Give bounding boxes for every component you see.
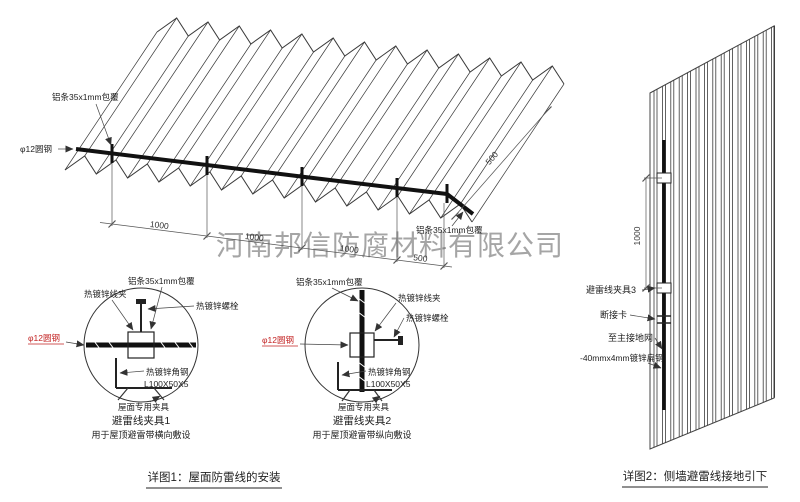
- disconnect-card-symbol: [657, 315, 671, 324]
- detail-circle-1: 热镀锌线夹 铝条35x1mm包覆 热镀锌螺栓 φ12圆钢 热镀锌角钢 L100X…: [28, 276, 239, 440]
- detail1-roof-fixture-legs: [117, 387, 165, 401]
- detail1-leader-alu: [149, 286, 163, 330]
- corrugated-sheet-lines: [64, 17, 565, 223]
- detail2-label-roof-fixture: 屋面专用夹具: [338, 402, 390, 412]
- wall-label-to-ground: 至主接地网: [608, 332, 653, 343]
- detail2-angle-steel: [337, 362, 392, 391]
- detail2-title: 避雷线夹具2: [333, 414, 391, 427]
- caption-detail2: 详图2：侧墙避雷线接地引下: [623, 469, 767, 483]
- detail1-label-galv-wire-clamp: 热镀锌线夹: [84, 289, 127, 299]
- detail2-leader-angle: [341, 370, 367, 378]
- detail-circle-2: 铝条35x1mm包覆 热镀锌线夹 热镀锌螺栓 φ12圆钢 热镀锌角钢 L100X…: [262, 277, 449, 440]
- detail2-wire-hatch: [357, 297, 367, 383]
- detail1-title: 避雷线夹具1: [112, 414, 170, 427]
- wall-dim-1000: 1000: [632, 226, 642, 245]
- dim-1000-a: 1000: [149, 219, 169, 231]
- detail2-label-angle-steel: 热镀锌角钢: [368, 367, 411, 377]
- detail2-leader-bolt: [393, 317, 405, 338]
- detail2-leader-alu: [331, 287, 359, 302]
- leader-alu-strip-top: [95, 103, 112, 146]
- roof-isometric-view: 铝条35x1mm包覆 φ12圆钢 铝条35x1mm包覆 1000 1000: [20, 17, 565, 270]
- wall-label-clamp3: 避雷线夹具3: [586, 284, 636, 295]
- wall-leader-clamp3: [641, 285, 656, 293]
- detail2-label-alu-strip: 铝条35x1mm包覆: [296, 277, 363, 287]
- company-watermark: 河南邦信防腐材料有限公司: [216, 230, 564, 261]
- detail2-label-galv-bolt: 热镀锌螺栓: [406, 313, 449, 323]
- detail2-label-angle-spec: L100X50X5: [366, 379, 411, 389]
- wall-leader-flat-steel: [647, 362, 662, 369]
- dim-500-a: 500: [413, 252, 429, 264]
- detail1-label-roof-fixture: 屋面专用夹具: [118, 402, 170, 412]
- wall-leader-to-ground: [654, 337, 663, 350]
- detail1-leader-clamp: [111, 299, 134, 331]
- dim-1000-b: 1000: [244, 231, 264, 243]
- leader-alu-strip-right: [451, 211, 464, 227]
- detail1-leader-angle: [119, 368, 145, 376]
- detail1-label-alu-strip: 铝条35x1mm包覆: [128, 276, 195, 286]
- detail2-leader-fixture: [371, 395, 381, 404]
- detail1-bolt-head: [136, 299, 146, 304]
- detail2-label-round-steel: φ12圆钢: [262, 335, 294, 345]
- detail1-label-angle-spec: L100X50X5: [144, 379, 189, 389]
- wall-corrugation-lines: [653, 25, 775, 448]
- detail2-circle: [304, 287, 420, 403]
- detail1-leader-fixture: [149, 395, 161, 403]
- dim-500-depth: 500: [483, 149, 500, 166]
- detail1-label-round-steel: φ12圆钢: [28, 333, 60, 343]
- detail2-label-galv-wire-clamp: 热镀锌线夹: [398, 293, 441, 303]
- detail1-wire-hatch: [93, 340, 195, 350]
- detail2-leader-clamp: [374, 302, 397, 332]
- detail2-clamp-body: [349, 332, 375, 358]
- caption-detail1: 详图1：屋面防雷线的安装: [148, 470, 281, 484]
- wall-leader-disconnect: [629, 314, 656, 322]
- captions: 详图1：屋面防雷线的安装 详图2：侧墙避雷线接地引下: [146, 469, 768, 489]
- detail1-angle-steel: [115, 358, 172, 389]
- detail1-leader-round-steel: [65, 340, 85, 348]
- detail2-roof-fixture-legs: [341, 389, 383, 402]
- label-alu-strip-top: 铝条35x1mm包覆: [52, 92, 119, 102]
- label-round-steel-roof: φ12圆钢: [20, 144, 52, 154]
- roof-dimension-lines: [99, 106, 552, 270]
- detail1-label-angle-steel: 热镀锌角钢: [146, 367, 189, 377]
- wall-label-flat-steel: -40mmx4mm镀锌扁钢: [580, 353, 664, 363]
- lightning-wire: [75, 147, 475, 216]
- wall-label-disconnect: 断接卡: [600, 309, 627, 320]
- detail2-subtitle: 用于屋顶避雷带纵向敷设: [312, 429, 411, 440]
- detail2-bolt-head: [398, 336, 403, 345]
- wire-clamp-marks: [110, 144, 449, 203]
- wall-outline: [649, 25, 775, 450]
- dim-1000-c: 1000: [339, 243, 359, 255]
- detail2-leader-round-steel: [299, 341, 349, 349]
- wall-dimension-lines: [642, 174, 662, 292]
- detail1-subtitle: 用于屋顶避雷带横向敷设: [91, 429, 190, 440]
- detail1-label-galv-bolt: 热镀锌螺栓: [196, 301, 239, 311]
- label-alu-strip-right: 铝条35x1mm包覆: [416, 225, 483, 235]
- wall-view: 1000 避雷线夹具3 断接卡 至主接地网 -40mmx4mm镀锌扁钢: [580, 25, 775, 450]
- detail1-leader-bolt: [147, 305, 195, 313]
